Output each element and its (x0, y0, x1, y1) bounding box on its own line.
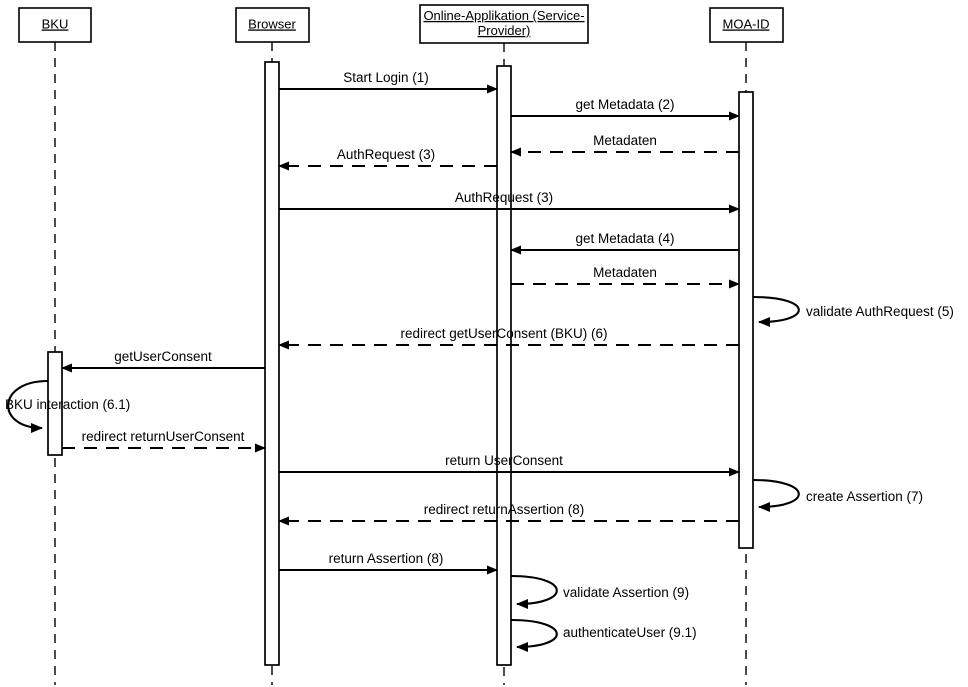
self-message-s5: BKU interaction (6.1) (5, 379, 130, 433)
activation-bar-bku (47, 351, 63, 456)
self-message-s2: create Assertion (7) (752, 478, 923, 512)
actor-label-moaid: MOA-ID (723, 16, 770, 31)
message-label: AuthRequest (3) (455, 190, 553, 205)
self-message-label: authenticateUser (9.1) (563, 625, 697, 640)
actor-label-oa: Online-Applikation (Service- (423, 8, 584, 23)
message-label: return Assertion (8) (329, 551, 444, 566)
self-message-arrow (510, 574, 558, 609)
self-message-arrow (752, 295, 800, 327)
message-label: AuthRequest (3) (337, 147, 435, 162)
activation-bar-browser (264, 61, 280, 666)
message-m6: get Metadata (4) (510, 231, 739, 255)
message-m13: return Assertion (8) (279, 551, 498, 575)
message-m8: redirect getUserConsent (BKU) (6) (278, 326, 739, 350)
message-label: Start Login (1) (343, 70, 429, 85)
actor-label-oa: Provider) (478, 23, 531, 38)
activation-bar-oa (496, 65, 512, 666)
activations-layer (47, 61, 754, 666)
self-message-arrow (510, 618, 558, 652)
message-label: getUserConsent (114, 349, 212, 364)
activation-bar-moaid (738, 91, 754, 549)
actor-heads-layer: BKU Browser Online-Applikation (Service-Pr… (18, 4, 784, 44)
actor-head-bku[interactable]: BKU (18, 7, 92, 43)
self-message-s1: validate AuthRequest (5) (752, 295, 954, 327)
actor-head-oa[interactable]: Online-Applikation (Service-Provider) (419, 4, 589, 44)
message-label: redirect returnAssertion (8) (424, 502, 585, 517)
actor-label-browser: Browser (248, 16, 296, 31)
self-message-arrow (7, 379, 49, 433)
message-m2: get Metadata (2) (511, 97, 740, 121)
message-label: Metadaten (593, 133, 657, 148)
message-label: Metadaten (593, 265, 657, 280)
self-message-s3: validate Assertion (9) (510, 574, 689, 609)
message-m1: Start Login (1) (279, 70, 498, 94)
message-label: get Metadata (4) (575, 231, 674, 246)
message-label: redirect getUserConsent (BKU) (6) (400, 326, 607, 341)
self-messages-layer: validate AuthRequest (5) create Assertion… (5, 295, 954, 652)
self-message-label: BKU interaction (6.1) (5, 397, 130, 412)
message-label: get Metadata (2) (575, 97, 674, 112)
self-message-arrow (752, 478, 800, 512)
message-m9: getUserConsent (61, 349, 265, 373)
message-m4: AuthRequest (3) (278, 147, 497, 171)
self-message-label: validate Assertion (9) (563, 585, 689, 600)
message-label: redirect returnUserConsent (82, 429, 245, 444)
message-label: return UserConsent (445, 453, 563, 468)
actor-label-bku: BKU (42, 16, 69, 31)
message-m3: Metadaten (510, 133, 739, 157)
message-m10: redirect returnUserConsent (62, 429, 266, 453)
message-m11: return UserConsent (279, 453, 740, 477)
self-message-label: validate AuthRequest (5) (806, 304, 954, 319)
actor-head-browser[interactable]: Browser (235, 7, 310, 43)
message-m5: AuthRequest (3) (279, 190, 740, 214)
actor-head-moaid[interactable]: MOA-ID (709, 7, 784, 43)
self-message-label: create Assertion (7) (806, 489, 923, 504)
self-message-s4: authenticateUser (9.1) (510, 618, 697, 652)
messages-layer: Start Login (1) get Metadata (2) Metadaten… (61, 70, 740, 575)
message-m12: redirect returnAssertion (8) (278, 502, 739, 526)
message-m7: Metadaten (511, 265, 740, 289)
